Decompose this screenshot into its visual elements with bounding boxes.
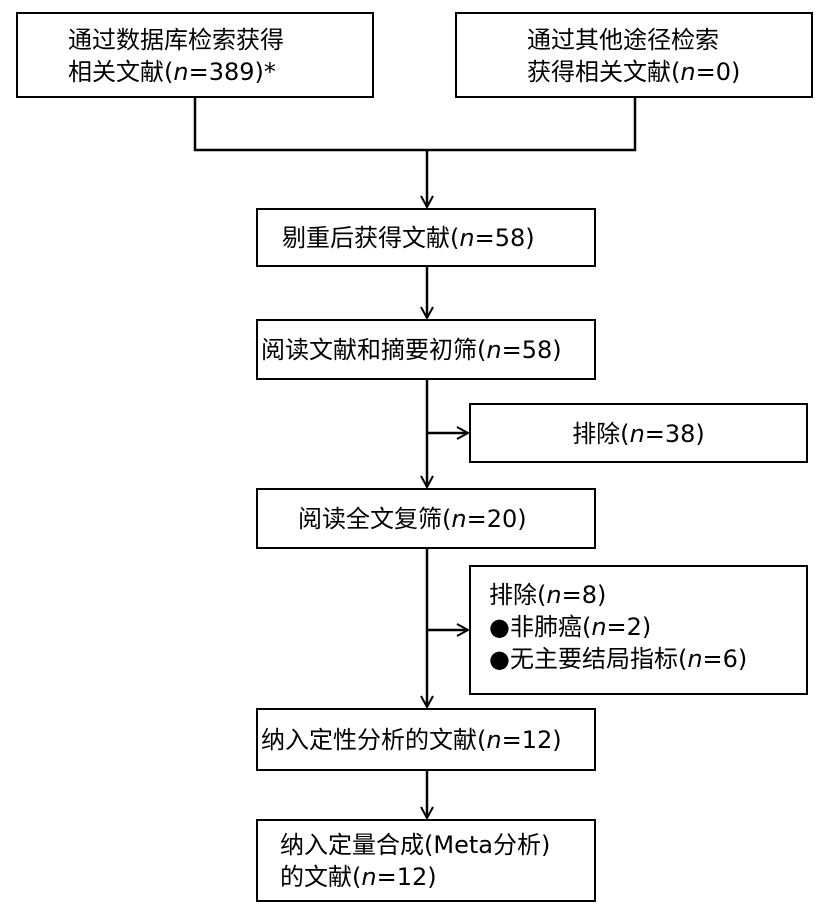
excluded-2-box: 排除(n=8) ●非肺癌(n=2) ●无主要结局指标(n=6)	[469, 565, 808, 695]
other-search-line2: 获得相关文献(n=0)	[527, 58, 741, 86]
database-search-line1: 通过数据库检索获得	[68, 26, 284, 54]
excluded-1-label: 排除(n=38)	[572, 420, 705, 448]
excluded-2-item: ●无主要结局指标(n=6)	[489, 645, 748, 673]
qualitative-label: 纳入定性分析的文献(n=12)	[261, 726, 562, 754]
qualitative-box: 纳入定性分析的文献(n=12)	[256, 708, 596, 771]
quantitative-line1: 纳入定量合成(Meta分析)	[280, 831, 551, 859]
excluded-2-item: ●非肺癌(n=2)	[489, 613, 652, 641]
other-search-line1: 通过其他途径检索	[527, 26, 719, 54]
merge-connector	[193, 98, 637, 152]
excluded-1-box: 排除(n=38)	[469, 403, 808, 463]
other-search-box: 通过其他途径检索 获得相关文献(n=0)	[455, 12, 813, 98]
initial-screen-box: 阅读文献和摘要初筛(n=58)	[256, 319, 596, 380]
database-search-box: 通过数据库检索获得 相关文献(n=389)*	[16, 12, 374, 98]
fulltext-screen-label: 阅读全文复筛(n=20)	[298, 505, 527, 533]
after-dedup-box: 剔重后获得文献(n=58)	[256, 208, 596, 267]
initial-screen-label: 阅读文献和摘要初筛(n=58)	[261, 336, 562, 364]
after-dedup-label: 剔重后获得文献(n=58)	[282, 224, 535, 252]
quantitative-box: 纳入定量合成(Meta分析) 的文献(n=12)	[256, 819, 596, 902]
database-search-line2: 相关文献(n=389)*	[68, 58, 276, 86]
quantitative-line2: 的文献(n=12)	[280, 863, 437, 891]
excluded-2-title: 排除(n=8)	[489, 581, 607, 609]
fulltext-screen-box: 阅读全文复筛(n=20)	[256, 488, 596, 549]
